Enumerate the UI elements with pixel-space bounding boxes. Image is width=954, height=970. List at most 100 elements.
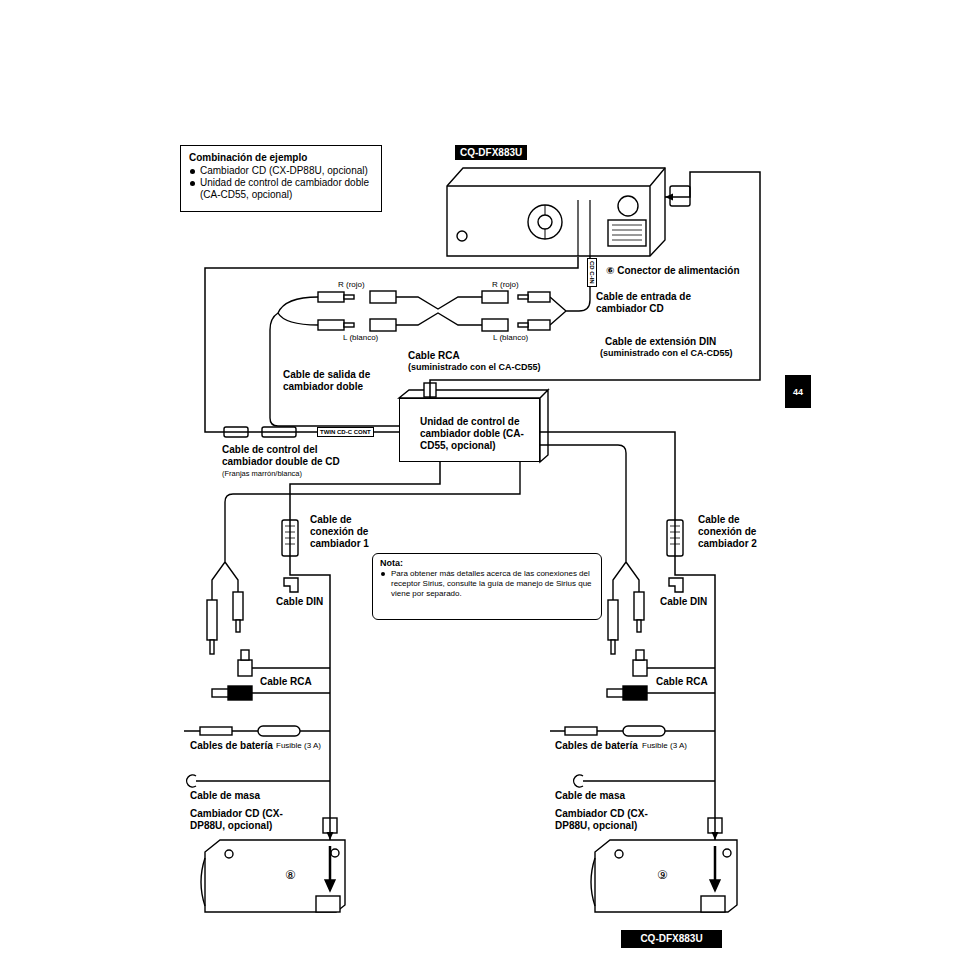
head-unit-drawing [447,168,665,256]
changer-1-wiring [331,849,339,857]
rca-cable [396,297,482,325]
changer-1-wiring [207,600,217,640]
cable-tag: TWIN CD-C CONT [317,427,374,437]
changer-2-wiring [611,640,615,654]
bullet-item: Unidad de control de cambiador doble (CA… [189,177,373,201]
changer-2-wiring [634,592,644,620]
changer-output-cable [318,292,344,302]
part-label: ⑥ Conector de alimentación [606,265,740,277]
tab-text: 44 [793,386,803,398]
changer-2-wiring [623,726,665,736]
part-label: Cable RCA [408,350,460,362]
part-label: Fusible (3 A) [276,741,321,751]
changer-heading: Cambiador CD (CX-DP88U, opcional) [555,808,667,832]
changer-1-wiring [205,840,345,912]
part-label: conexión de [698,526,756,538]
changer-1-wiring [236,620,240,632]
changer-2-wiring [710,880,720,891]
part-label: Cables de batería [555,740,638,752]
cd-input-cable [528,292,550,302]
note-heading: Nota: [380,558,594,569]
changer-2-wiring [595,840,737,912]
changer-2-wiring [607,689,623,697]
rca-cable [370,291,396,303]
model-tab: CQ-DFX883U [455,145,527,160]
rca-cable [482,291,508,303]
part-label: Cables de batería [190,740,273,752]
head-unit-drawing [545,205,546,239]
changer-2-wiring [591,858,595,906]
changer-2-wiring [615,850,623,858]
changer-1-wiring [284,578,298,592]
part-label: cambiador doble [283,381,363,393]
changer-output-cable [318,320,344,330]
changer-1-wiring [184,462,520,912]
part-label: Cable de salida de [283,369,370,381]
example-box: Combinación de ejemploCambiador CD (CX-D… [180,145,382,212]
part-label: cambiador 1 [310,538,369,550]
arrow-head [327,832,334,840]
bullet-text: Cambiador CD (CX-DP88U, opcional) [200,165,373,177]
rca-cable [370,291,508,331]
cable-tag: CD C-IN [587,258,597,287]
part-label: (suministrado con el CA-CD55) [600,348,733,359]
control-unit-drawing [399,390,548,462]
arrow-head [712,832,719,840]
part-label: cambiador 2 [698,538,757,550]
changer-1-wiring [212,689,228,697]
part-label: Cable de entrada de [596,291,691,303]
arrow-head [665,194,673,201]
head-unit-drawing [457,231,467,241]
cd-changer: Cambiador CD (CX-DP88U, opcional)⑧ [205,840,345,912]
changer-2-wiring [565,727,597,735]
cd-changer: Cambiador CD (CX-DP88U, opcional)⑨ [595,840,737,912]
head-unit-drawing [578,200,590,256]
bullet-text: Unidad de control de cambiador doble (CA… [200,177,373,201]
cd-input-cable [528,320,550,330]
cable-connector [290,462,440,840]
head-unit-drawing [447,168,690,256]
head-unit-drawing [618,196,638,216]
changer-1-wiring [225,850,233,858]
part-label: Cable de masa [190,790,260,802]
callout-number: ⑧ [285,868,296,882]
head-unit: CQ-DFX883U [447,145,665,257]
part-label: L (blanco) [343,333,378,343]
part-label: R (rojo) [492,280,519,290]
part-label: Cable DIN [276,596,323,608]
changer-1-wiring [187,775,330,787]
part-label: Cable RCA [260,676,312,688]
bullet-item: Cambiador CD (CX-DP88U, opcional) [189,165,373,177]
part-label: conexión de [310,526,368,538]
changer-2-wiring [636,650,644,660]
part-label: Fusible (3 A) [642,741,687,751]
changer-1-wiring [241,650,249,660]
changer-1-wiring [233,592,243,620]
changer-output-cable [344,323,354,327]
part-label: cambiador CD [596,303,664,315]
part-label: cambiador double de CD [222,456,340,468]
changer-2-wiring [701,896,725,912]
changer-1-wiring [258,726,300,736]
changer-1-wiring [325,880,335,891]
bullet-item: Para obtener más detalles acerca de las … [380,569,594,599]
head-unit-drawing [608,220,646,246]
changer-2-wiring [669,578,683,592]
bullet-dot [190,181,195,186]
changer-2-wiring [647,668,715,693]
head-unit-drawing [538,215,552,229]
control-unit-box: Unidad de control de cambiador doble (CA… [399,398,540,462]
callout-number: ⑨ [657,868,668,882]
changer-output-cable [270,292,399,426]
bullet-dot [381,572,385,576]
changer-1-wiring [316,896,340,912]
head-unit-drawing [447,168,665,256]
note-box: Nota:Para obtener más detalles acerca de… [372,553,602,620]
changer-2-wiring [723,849,731,857]
cable-line [290,462,440,840]
changer-2-wiring [574,775,715,787]
part-label: Cable de [310,514,352,526]
part-label: Cable DIN [660,596,707,608]
changer-output-cable [270,297,399,426]
part-label: (suministrado con el CA-CD55) [408,362,541,373]
